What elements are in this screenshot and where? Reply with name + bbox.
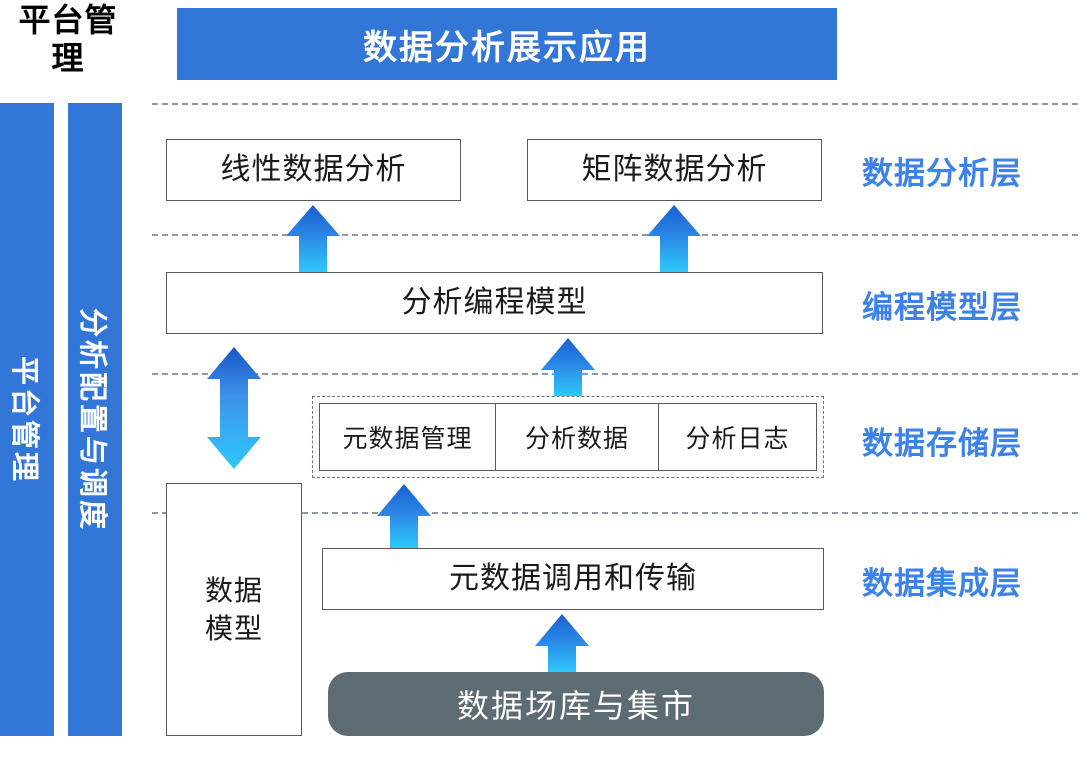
separator-line-3 — [152, 373, 1078, 375]
banner-data-analysis-app[interactable]: 数据分析展示应用 — [177, 8, 837, 80]
layer-label-programming-model-text: 编程模型层 — [862, 289, 1022, 325]
arrow-up-storage-to-programming-model — [541, 338, 595, 396]
box-data-model-label-line2: 模型 — [204, 612, 263, 644]
rail-analysis-config-scheduling[interactable]: 分析配置与调度 — [68, 103, 122, 736]
layer-label-data-storage-text: 数据存储层 — [862, 425, 1022, 461]
layer-label-data-integration-text: 数据集成层 — [862, 565, 1022, 601]
storage-cell-metadata-management-label: 元数据管理 — [342, 425, 473, 453]
storage-cell-analysis-data[interactable]: 分析数据 — [496, 404, 659, 470]
box-metadata-call-and-transfer[interactable]: 元数据调用和传输 — [322, 548, 824, 610]
storage-cell-analysis-log-label: 分析日志 — [685, 425, 790, 453]
arrow-up-source-to-integration — [535, 614, 589, 672]
arrow-up-to-matrix-analysis — [647, 205, 701, 272]
group-data-storage: 元数据管理 分析数据 分析日志 — [312, 396, 824, 478]
box-linear-data-analysis-label: 线性数据分析 — [220, 153, 407, 186]
box-analysis-programming-model[interactable]: 分析编程模型 — [166, 272, 823, 334]
box-data-model[interactable]: 数据 模型 — [166, 483, 302, 736]
layer-label-data-analysis: 数据分析层 — [862, 140, 1022, 200]
box-metadata-call-and-transfer-label: 元数据调用和传输 — [449, 562, 697, 595]
rail-analysis-config-scheduling-label: 分析配置与调度 — [76, 307, 108, 532]
box-linear-data-analysis[interactable]: 线性数据分析 — [166, 139, 461, 201]
rail-platform-management[interactable]: 平台管理 — [0, 103, 54, 736]
layer-label-data-analysis-text: 数据分析层 — [862, 155, 1022, 191]
rail-platform-management-label: 平台管理 — [8, 355, 40, 484]
box-data-model-label-line1: 数据 — [204, 574, 263, 606]
storage-cell-analysis-data-label: 分析数据 — [524, 425, 629, 453]
box-analysis-programming-model-label: 分析编程模型 — [401, 286, 588, 319]
page-title-text: 平台管理 — [18, 2, 118, 76]
storage-cell-analysis-log[interactable]: 分析日志 — [659, 404, 816, 470]
storage-cell-metadata-management[interactable]: 元数据管理 — [320, 404, 496, 470]
pill-data-warehouse-and-mart[interactable]: 数据场库与集市 — [328, 672, 824, 736]
layer-label-data-integration: 数据集成层 — [862, 550, 1022, 610]
separator-line-4 — [152, 512, 1078, 514]
storage-cell-row: 元数据管理 分析数据 分析日志 — [319, 403, 817, 471]
arrow-up-integration-to-storage — [377, 484, 431, 548]
layer-label-programming-model: 编程模型层 — [862, 274, 1022, 334]
separator-line-2 — [152, 234, 1078, 236]
separator-line-1 — [152, 103, 1078, 105]
arrow-up-to-linear-analysis — [286, 205, 340, 272]
banner-label: 数据分析展示应用 — [363, 28, 651, 67]
box-matrix-data-analysis-label: 矩阵数据分析 — [581, 153, 768, 186]
page-title: 平台管理 — [8, 2, 128, 78]
arrow-double-data-model-programming-model — [207, 347, 261, 469]
box-matrix-data-analysis[interactable]: 矩阵数据分析 — [527, 139, 822, 201]
layer-label-data-storage: 数据存储层 — [862, 410, 1022, 470]
pill-data-warehouse-and-mart-label: 数据场库与集市 — [456, 688, 695, 724]
